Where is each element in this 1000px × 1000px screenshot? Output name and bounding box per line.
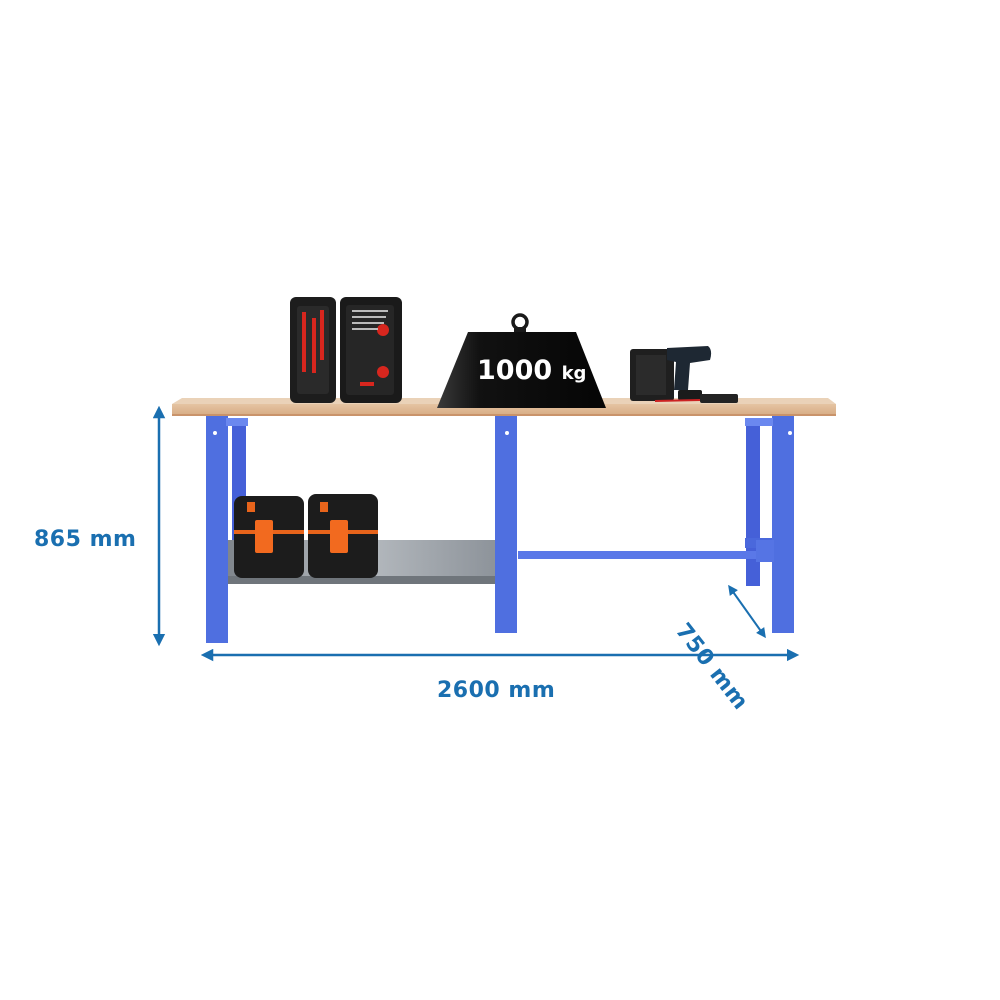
tool-case	[290, 297, 402, 403]
toolbox-1	[234, 496, 304, 578]
toolbox-2	[308, 494, 378, 578]
front-legs	[206, 415, 794, 643]
load-capacity-label: 1000 kg	[477, 355, 586, 386]
drill-kit	[630, 346, 738, 403]
width-dimension-label: 2600 mm	[437, 678, 556, 703]
load-capacity-value: 1000	[477, 355, 553, 386]
height-dimension-label: 865 mm	[34, 527, 137, 552]
dimension-lines	[152, 405, 800, 662]
weight-1000kg	[437, 313, 606, 408]
rear-crossbar	[518, 538, 773, 559]
load-capacity-unit: kg	[561, 363, 587, 384]
